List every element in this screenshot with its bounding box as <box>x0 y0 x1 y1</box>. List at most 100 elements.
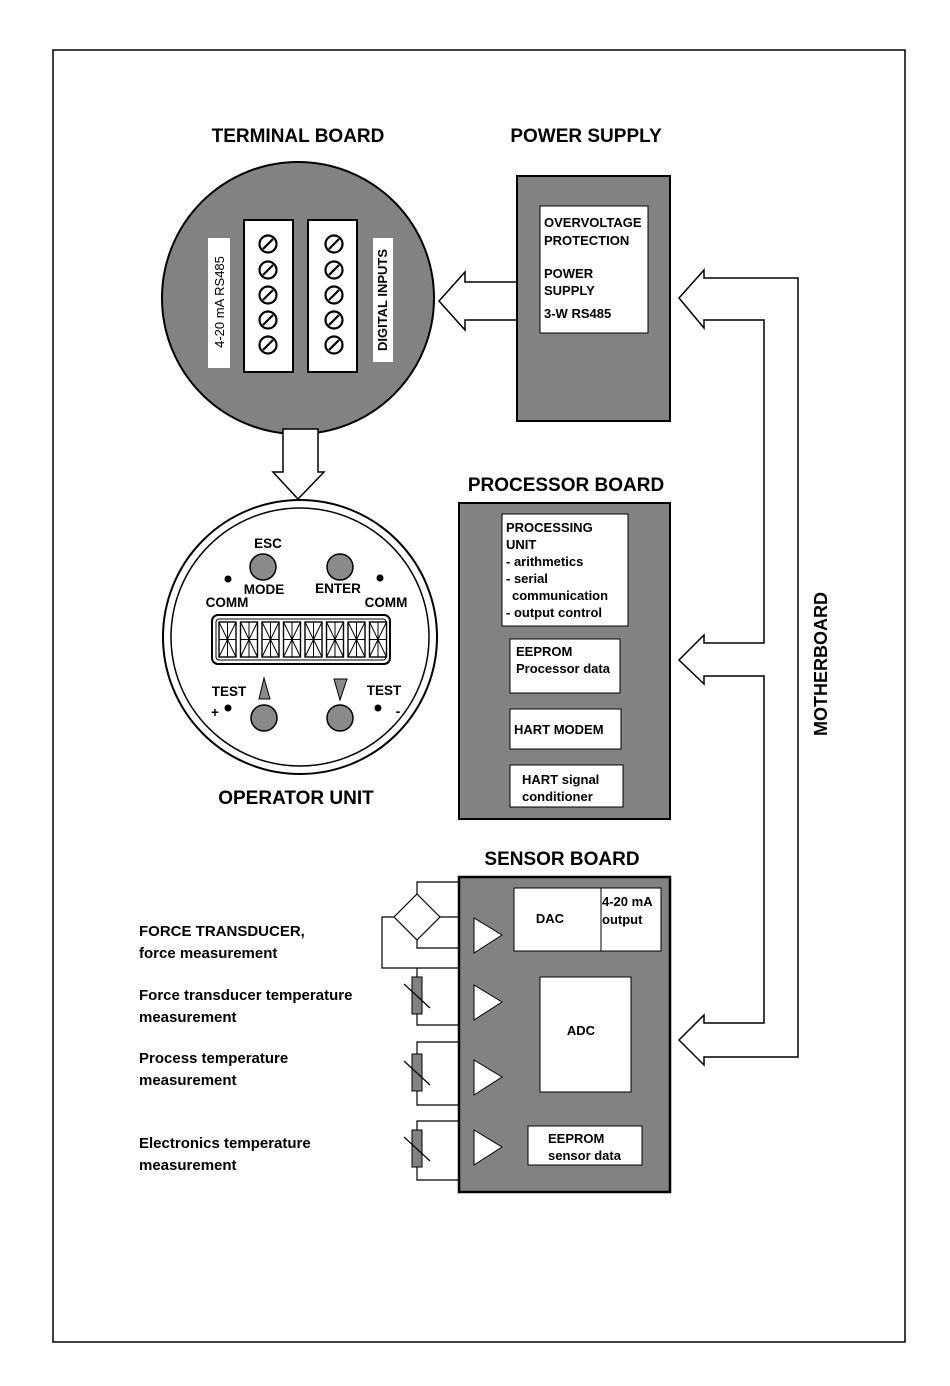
lcd-digits <box>218 621 388 658</box>
lcd-digit <box>218 621 237 658</box>
hart-modem-box <box>509 708 622 750</box>
power-supply-board: OVERVOLTAGE PROTECTION POWER SUPPLY 3-W … <box>516 175 671 422</box>
screw-slot-icon <box>262 289 274 301</box>
eeprom-processor-line1: EEPROM <box>516 644 572 659</box>
down-arrow-icon <box>333 678 348 702</box>
mode-label: MODE <box>244 582 285 597</box>
comm-led-right <box>376 574 384 582</box>
dac-label: DAC <box>536 911 565 926</box>
terminal-board: 4-20 mA RS485 DIGITAL INPUTS <box>161 161 435 435</box>
sensor-wiring <box>381 881 459 1181</box>
enter-button[interactable] <box>326 553 354 581</box>
terminal-label-panel-left <box>208 238 230 368</box>
screw-slot-icon <box>262 339 274 351</box>
operator-unit-title: OPERATOR UNIT <box>218 788 374 809</box>
lcd-digit <box>239 621 259 658</box>
electronics-temp-label-line1: Electronics temperature <box>139 1135 311 1152</box>
ps-line-protection: PROTECTION <box>544 233 629 248</box>
ft-temp-label-line2: measurement <box>139 1009 237 1026</box>
esc-mode-button[interactable] <box>249 553 277 581</box>
page-frame <box>52 49 906 1343</box>
terminal-board-circle <box>161 161 435 435</box>
process-temp-label-line1: Process temperature <box>139 1050 288 1067</box>
force-transducer-label-line2: force measurement <box>139 945 277 962</box>
up-arrow-icon <box>258 676 271 700</box>
up-test-plus-button[interactable] <box>250 704 278 732</box>
arrow-terminal-to-operator <box>271 428 326 501</box>
hart-modem-label: HART MODEM <box>514 722 604 737</box>
enter-label: ENTER <box>315 581 361 596</box>
processor-board: PROCESSING UNIT - arithmetics - serial c… <box>458 502 671 820</box>
screw-slot-icon <box>328 289 340 301</box>
screw-slot-icon <box>328 264 340 276</box>
processing-unit-line5: communication <box>512 588 608 603</box>
sensor-board: DAC 4-20 mA output ADC EEPROM sensor dat… <box>457 875 672 1194</box>
terminal-board-title: TERMINAL BOARD <box>212 126 385 147</box>
motherboard-arrow-upper <box>677 268 799 1067</box>
hart-conditioner-line1: HART signal <box>522 772 599 787</box>
screw-slot-icon <box>328 314 340 326</box>
test-right-label: TEST <box>367 683 402 698</box>
esc-label: ESC <box>254 536 282 551</box>
process-temp-label-line2: measurement <box>139 1072 237 1089</box>
screw-slot-icon <box>262 238 274 250</box>
electronics-temp-label-line2: measurement <box>139 1157 237 1174</box>
screw-slot-icon <box>262 314 274 326</box>
processing-unit-line2: UNIT <box>506 537 536 552</box>
lcd-digit <box>325 621 345 658</box>
ft-temp-label-line1: Force transducer temperature <box>139 987 352 1004</box>
lcd-digit <box>282 621 302 658</box>
down-test-minus-button[interactable] <box>326 704 354 732</box>
eeprom-sensor-line2: sensor data <box>548 1148 622 1163</box>
test-led-right <box>374 704 382 712</box>
eeprom-processor-line2: Processor data <box>516 661 611 676</box>
amplifier-process-temp <box>473 1059 503 1096</box>
processing-unit-line4: - serial <box>506 571 548 586</box>
adc-box <box>539 976 632 1093</box>
motherboard-label: MOTHERBOARD <box>811 592 831 736</box>
power-supply-panel <box>539 205 649 334</box>
lcd-digit <box>347 621 366 658</box>
test-left-label: TEST <box>212 684 247 699</box>
ps-line-supply: SUPPLY <box>544 283 595 298</box>
processing-unit-line3: - arithmetics <box>506 554 583 569</box>
force-transducer-label-line1: FORCE TRANSDUCER, <box>139 923 305 940</box>
terminal-screws <box>258 234 344 355</box>
output-line1: 4-20 mA <box>602 894 653 909</box>
force-bridge-icon <box>393 893 441 941</box>
amplifier-force <box>473 917 503 954</box>
output-line2: output <box>602 912 643 927</box>
comm-left-label: COMM <box>206 595 249 610</box>
current-output-box <box>600 887 662 952</box>
screw-slot-icon <box>262 264 274 276</box>
ps-line-overvoltage: OVERVOLTAGE <box>544 215 642 230</box>
operator-unit: ESC MODE ENTER COMM COMM TEST TEST + - <box>162 499 438 775</box>
lcd-digit <box>261 621 280 658</box>
comm-led-left <box>224 575 232 583</box>
processor-board-title: PROCESSOR BOARD <box>468 475 664 496</box>
hart-conditioner-box <box>509 764 624 808</box>
processing-unit-line6: - output control <box>506 605 602 620</box>
terminal-label-panel-right <box>373 238 393 362</box>
eeprom-sensor-box <box>527 1125 643 1166</box>
minus-label: - <box>396 704 401 719</box>
lcd-digit <box>304 621 323 658</box>
processing-unit-box <box>501 513 629 627</box>
eeprom-sensor-line1: EEPROM <box>548 1131 604 1146</box>
amplifier-ft-temp <box>473 984 503 1021</box>
screw-slot-icon <box>328 238 340 250</box>
arrow-power-to-terminal <box>437 270 518 332</box>
terminal-right-label: DIGITAL INPUTS <box>375 249 390 351</box>
dac-box <box>513 887 602 952</box>
processing-unit-line1: PROCESSING <box>506 520 593 535</box>
ps-line-power: POWER <box>544 266 594 281</box>
plus-label: + <box>211 705 219 720</box>
screw-slot-icon <box>328 339 340 351</box>
terminal-left-label: 4-20 mA RS485 <box>212 256 227 348</box>
lcd-digit <box>368 621 388 658</box>
temperature-resistors <box>403 976 431 1168</box>
eeprom-processor-box <box>509 638 621 694</box>
test-led-left <box>224 704 232 712</box>
amplifier-electronics-temp <box>473 1129 503 1166</box>
